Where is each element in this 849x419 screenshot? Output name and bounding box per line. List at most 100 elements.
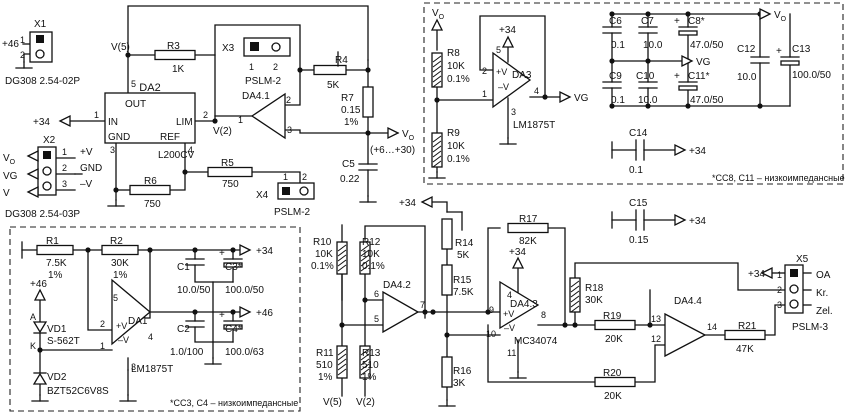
wire bbox=[487, 324, 601, 383]
p46-label-c: +46 bbox=[30, 279, 47, 290]
r10-resistor-hatch bbox=[337, 259, 347, 267]
c6-ref: C6 bbox=[609, 16, 622, 27]
c8-capacitor: + bbox=[674, 16, 698, 36]
r2-ref: R2 bbox=[110, 236, 123, 247]
da1-minusv: –V bbox=[118, 335, 129, 345]
x5-pin2-name: Kr. bbox=[816, 288, 828, 299]
junction-dot bbox=[85, 247, 91, 253]
da43-ground bbox=[509, 371, 527, 379]
vo-arrow-da3 bbox=[430, 18, 444, 31]
x1-input-label: +46 bbox=[2, 39, 19, 50]
vg-label-bank: VG bbox=[696, 57, 711, 68]
r18-resistor-hatch bbox=[570, 300, 580, 308]
c12-ref: C12 bbox=[737, 44, 756, 55]
r12-resistor-hatch bbox=[360, 249, 370, 257]
x2-pin3 bbox=[42, 181, 52, 191]
da2-pin3: 3 bbox=[110, 145, 115, 155]
r21-resistor-body bbox=[724, 329, 766, 341]
vo-label-bank: VO bbox=[774, 10, 787, 23]
vd2-ground bbox=[31, 394, 49, 402]
vd1-diode bbox=[32, 321, 48, 334]
da42-opamp bbox=[382, 290, 420, 334]
da1-ref: DA1 bbox=[128, 316, 148, 327]
c15-ref: C15 bbox=[629, 198, 648, 209]
x5-pin1 bbox=[790, 269, 798, 277]
r19-resistor bbox=[594, 319, 636, 331]
r11-resistor-hatch bbox=[337, 368, 347, 376]
r1-resistor-body bbox=[36, 244, 74, 256]
r8-resistor-hatch bbox=[432, 75, 442, 83]
c7-value: 10.0 bbox=[643, 40, 663, 51]
c13-ref: C13 bbox=[792, 44, 811, 55]
p34-arrow-c14 bbox=[674, 143, 687, 157]
da43-pin4: 4 bbox=[507, 290, 512, 300]
r13-resistor-hatch bbox=[360, 368, 370, 376]
v2-bottom-label: V(2) bbox=[356, 397, 375, 408]
vd1-type: S-562T bbox=[47, 336, 80, 347]
r13-value: 510 bbox=[362, 360, 379, 371]
vo-range-label: (+6…+30) bbox=[370, 145, 415, 156]
da44-pin13: 13 bbox=[651, 314, 661, 324]
junction-dot bbox=[192, 247, 198, 253]
vg-label-da3: VG bbox=[574, 93, 589, 104]
vo-output-label: VO bbox=[402, 129, 415, 142]
junction-dot bbox=[609, 58, 615, 64]
r19-ref: R19 bbox=[603, 311, 622, 322]
c8-capacitor-plate-bottom bbox=[678, 30, 698, 36]
r11-tol: 1% bbox=[318, 372, 333, 383]
da44-pin12: 12 bbox=[651, 334, 661, 344]
junction-dot bbox=[297, 67, 303, 73]
x3-ref: X3 bbox=[222, 43, 235, 54]
da44-ref: DA4.4 bbox=[674, 296, 702, 307]
da43-pin10: 10 bbox=[486, 329, 496, 339]
r18-resistor-hatch bbox=[570, 280, 580, 288]
c15-capacitor bbox=[635, 209, 645, 231]
r12-resistor-hatch bbox=[360, 264, 370, 272]
da43-plusv: +V bbox=[503, 309, 514, 319]
r16-ground bbox=[438, 399, 456, 407]
r2-resistor-body bbox=[101, 244, 139, 256]
r18-resistor bbox=[569, 277, 581, 313]
x5-pin1-name: OA bbox=[816, 270, 831, 281]
r2-tol: 1% bbox=[113, 270, 128, 281]
vd1-cathode: K bbox=[30, 341, 36, 351]
c2-ref: C2 bbox=[177, 324, 190, 335]
x5-type: PSLM-3 bbox=[792, 322, 829, 333]
r17-resistor-body bbox=[507, 222, 549, 234]
junction-dot bbox=[685, 103, 691, 109]
r16-ref: R16 bbox=[453, 366, 472, 377]
r12-ref: R12 bbox=[362, 237, 381, 248]
r1-value: 7.5K bbox=[46, 258, 67, 269]
da42-ref: DA4.2 bbox=[383, 280, 411, 291]
power-supply-frame bbox=[9, 226, 301, 412]
r10-value: 10K bbox=[315, 249, 333, 260]
p34-arrow-c15 bbox=[674, 213, 687, 227]
vd2-diode bbox=[32, 372, 48, 385]
da41-pin1: 1 bbox=[238, 115, 243, 125]
c14-ref: C14 bbox=[629, 128, 648, 139]
da43-pin11: 11 bbox=[507, 348, 516, 358]
x2-arrow-v bbox=[26, 185, 39, 199]
x2-pin1-name: +V bbox=[80, 147, 93, 158]
r14-resistor-body bbox=[441, 218, 453, 250]
x2-arrow-vo bbox=[26, 149, 39, 163]
junction-dot bbox=[125, 52, 131, 58]
r6-value: 750 bbox=[144, 199, 161, 210]
r7-resistor-body bbox=[362, 86, 374, 118]
r19-value: 20K bbox=[605, 334, 623, 345]
r9-ground bbox=[428, 171, 446, 179]
da2-pin-out: OUT bbox=[125, 99, 146, 110]
da41-pin2: 2 bbox=[286, 95, 291, 105]
c7-capacitor bbox=[638, 26, 658, 34]
junction-dot bbox=[645, 11, 651, 17]
da2-pin5: 5 bbox=[131, 79, 136, 89]
x2-pin2-name: GND bbox=[80, 163, 102, 174]
p34-arrow-x5 bbox=[760, 266, 773, 280]
x1-ground bbox=[15, 61, 33, 69]
x2-signal-vo: VO bbox=[3, 153, 16, 166]
x3-pin2-num: 2 bbox=[273, 62, 278, 72]
junction-dot bbox=[212, 118, 218, 124]
junction-dot bbox=[182, 169, 188, 175]
junction-dot bbox=[430, 309, 436, 315]
r16-resistor-body bbox=[441, 356, 453, 388]
